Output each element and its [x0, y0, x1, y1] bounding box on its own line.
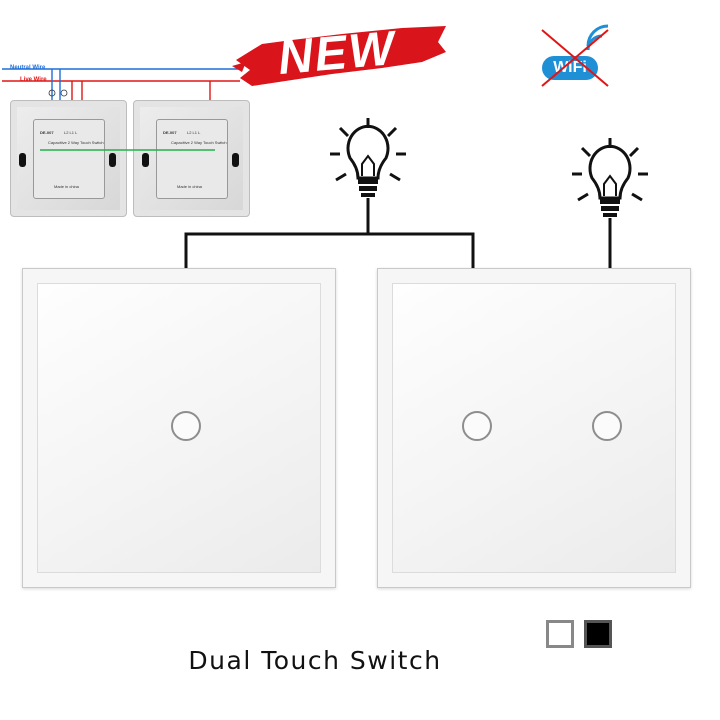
bulb-wiring — [184, 118, 648, 270]
live-wire-label: Live Wire — [20, 77, 47, 83]
module-description: Capacitive 2 Way Touch Switch — [48, 140, 104, 145]
wiring-diagram: Neutral Wire Live Wire DE-007 L2 L1 L Ca… — [0, 55, 250, 230]
module-description: Capacitive 2 Way Touch Switch — [171, 140, 227, 145]
single-gang-switch-panel — [22, 268, 336, 588]
switch-back-right: DE-007 L2 L1 L Capacitive 2 Way Touch Sw… — [133, 100, 250, 217]
terminal-labels: L2 L1 L — [64, 130, 78, 135]
new-banner: NEW — [232, 22, 450, 90]
lamp-symbol-icon — [60, 89, 68, 97]
made-in-label: Made in china — [54, 184, 79, 189]
wifi-label: WiFi — [542, 56, 598, 80]
double-gang-switch-panel — [377, 268, 691, 588]
switch-module: DE-007 L2 L1 L Capacitive 2 Way Touch Sw… — [156, 119, 228, 199]
brush-stroke-icon — [232, 26, 446, 86]
new-label: NEW — [275, 21, 399, 86]
color-swatch-white[interactable] — [546, 620, 574, 648]
color-swatch-black[interactable] — [584, 620, 612, 648]
product-caption: Dual Touch Switch — [188, 646, 442, 675]
light-bulb-icon — [330, 118, 406, 197]
switch-module: DE-007 L2 L1 L Capacitive 2 Way Touch Sw… — [33, 119, 105, 199]
touch-button[interactable] — [171, 411, 201, 441]
module-model: DE-007 — [163, 130, 177, 135]
wire-shared — [368, 232, 475, 270]
wire-left — [184, 198, 370, 270]
neutral-wire-label: Neutral Wire — [10, 65, 46, 71]
touch-button-right[interactable] — [592, 411, 622, 441]
cross-icon — [541, 29, 609, 87]
switch-back-left: DE-007 L2 L1 L Capacitive 2 Way Touch Sw… — [10, 100, 127, 217]
touch-button-left[interactable] — [462, 411, 492, 441]
light-bulb-icon — [572, 138, 648, 217]
made-in-label: Made in china — [177, 184, 202, 189]
lamp-symbol-icon — [48, 89, 56, 97]
terminal-labels: L2 L1 L — [187, 130, 201, 135]
module-model: DE-007 — [40, 130, 54, 135]
no-wifi-badge: WiFi — [528, 16, 624, 88]
wiring-lines — [2, 68, 240, 115]
